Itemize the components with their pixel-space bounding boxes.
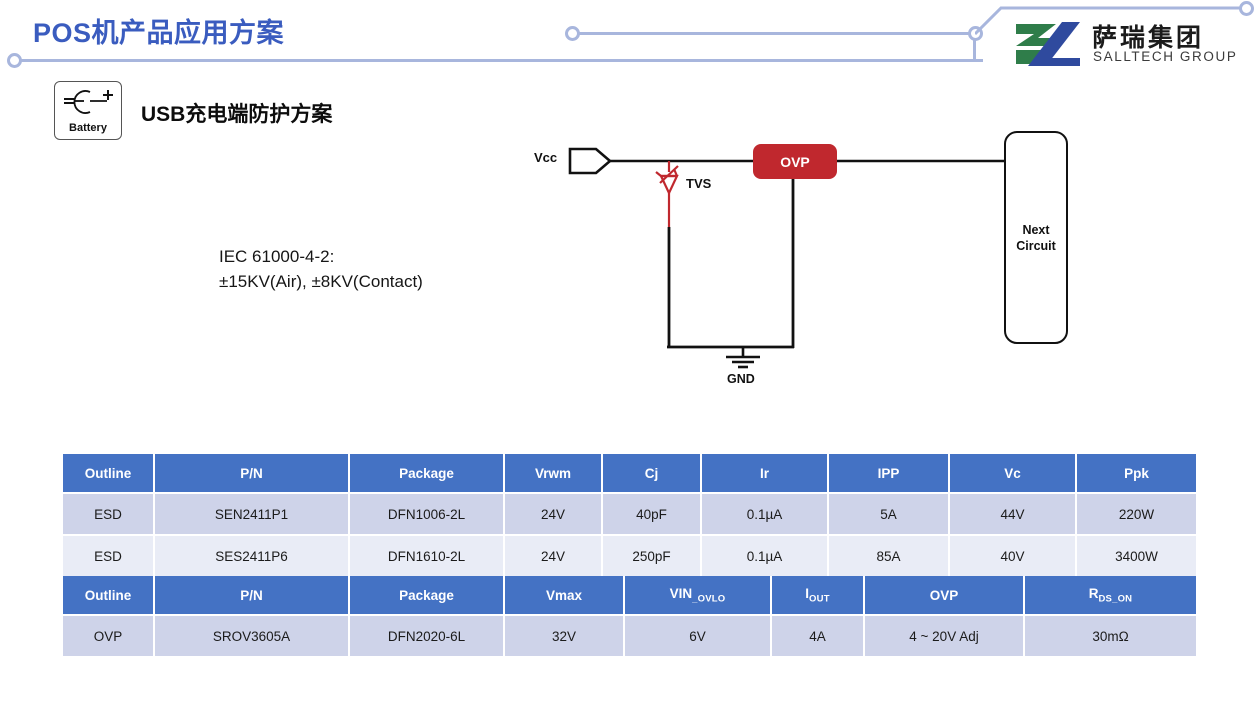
- column-header-ovp-0: Outline: [63, 576, 155, 616]
- cell-esd-0-1: SEN2411P1: [154, 493, 350, 536]
- cell-esd-1-5: 0.1µA: [701, 535, 829, 578]
- battery-badge-label: Battery: [69, 122, 107, 134]
- brand-logo: 萨瑞集团 SALLTECH GROUP: [1012, 18, 1240, 74]
- cell-esd-1-4: 250pF: [602, 535, 702, 578]
- cell-esd-1-6: 85A: [828, 535, 950, 578]
- battery-cell-icon: [64, 90, 113, 114]
- gnd-label: GND: [727, 372, 755, 386]
- cell-esd-0-5: 0.1µA: [701, 493, 829, 536]
- tvs-cathode-bar: [655, 165, 679, 184]
- ovp-block: OVP: [753, 144, 837, 179]
- cell-esd-0-4: 40pF: [602, 493, 702, 536]
- cell-esd-1-2: DFN1610-2L: [349, 535, 505, 578]
- column-header-ovp-6: OVP: [864, 576, 1025, 616]
- salltech-logo-mark: [1016, 22, 1080, 66]
- column-header-ovp-5: IOUT: [771, 576, 865, 616]
- cell-esd-1-0: ESD: [63, 535, 155, 578]
- column-header-esd-0: Outline: [63, 454, 155, 494]
- column-header-esd-2: Package: [349, 454, 505, 494]
- battery-badge: Battery: [54, 81, 122, 140]
- tvs-diode-icon: [659, 174, 679, 196]
- column-header-esd-1: P/N: [154, 454, 350, 494]
- column-header-esd-3: Vrwm: [504, 454, 603, 494]
- cell-esd-0-0: ESD: [63, 493, 155, 536]
- cell-ovp-0-6: 4 ~ 20V Adj: [864, 615, 1025, 658]
- column-header-esd-4: Cj: [602, 454, 702, 494]
- column-header-ovp-3: Vmax: [504, 576, 625, 616]
- column-header-ovp-4: VIN_OVLO: [624, 576, 772, 616]
- logo-text-en: SALLTECH GROUP: [1093, 49, 1238, 64]
- vcc-connector-icon: [568, 147, 612, 175]
- cell-esd-0-2: DFN1006-2L: [349, 493, 505, 536]
- next-circuit-block: Next Circuit: [1004, 131, 1068, 344]
- cell-esd-0-6: 5A: [828, 493, 950, 536]
- cell-ovp-0-1: SROV3605A: [154, 615, 350, 658]
- cell-esd-1-7: 40V: [949, 535, 1077, 578]
- column-header-ovp-7: RDS_ON: [1024, 576, 1196, 616]
- column-header-esd-8: Ppk: [1076, 454, 1196, 494]
- column-header-esd-7: Vc: [949, 454, 1077, 494]
- cell-esd-0-7: 44V: [949, 493, 1077, 536]
- cell-ovp-0-2: DFN2020-6L: [349, 615, 505, 658]
- deco-node-far-right: [1239, 1, 1254, 16]
- tvs-label: TVS: [686, 176, 712, 191]
- deco-line-upper: [573, 32, 975, 35]
- deco-line-lower: [20, 59, 983, 62]
- cell-ovp-0-3: 32V: [504, 615, 625, 658]
- vcc-label: Vcc: [534, 150, 558, 165]
- cell-esd-1-8: 3400W: [1076, 535, 1196, 578]
- column-header-ovp-1: P/N: [154, 576, 350, 616]
- deco-line-riser: [973, 33, 976, 61]
- cell-ovp-0-4: 6V: [624, 615, 772, 658]
- column-header-esd-6: IPP: [828, 454, 950, 494]
- cell-ovp-0-7: 30mΩ: [1024, 615, 1196, 658]
- cell-esd-0-3: 24V: [504, 493, 603, 536]
- logo-text-cn: 萨瑞集团: [1092, 24, 1205, 52]
- cell-esd-1-1: SES2411P6: [154, 535, 350, 578]
- cell-ovp-0-5: 4A: [771, 615, 865, 658]
- section-title: USB充电端防护方案: [141, 103, 333, 126]
- page-title: POS机产品应用方案: [33, 18, 285, 48]
- column-header-ovp-2: Package: [349, 576, 505, 616]
- cell-esd-0-8: 220W: [1076, 493, 1196, 536]
- column-header-esd-5: Ir: [701, 454, 829, 494]
- cell-ovp-0-0: OVP: [63, 615, 155, 658]
- deco-node-mid: [565, 26, 580, 41]
- deco-diagonal: [975, 6, 1253, 36]
- cell-esd-1-3: 24V: [504, 535, 603, 578]
- iec-spec-note: IEC 61000-4-2: ±15KV(Air), ±8KV(Contact): [219, 247, 423, 291]
